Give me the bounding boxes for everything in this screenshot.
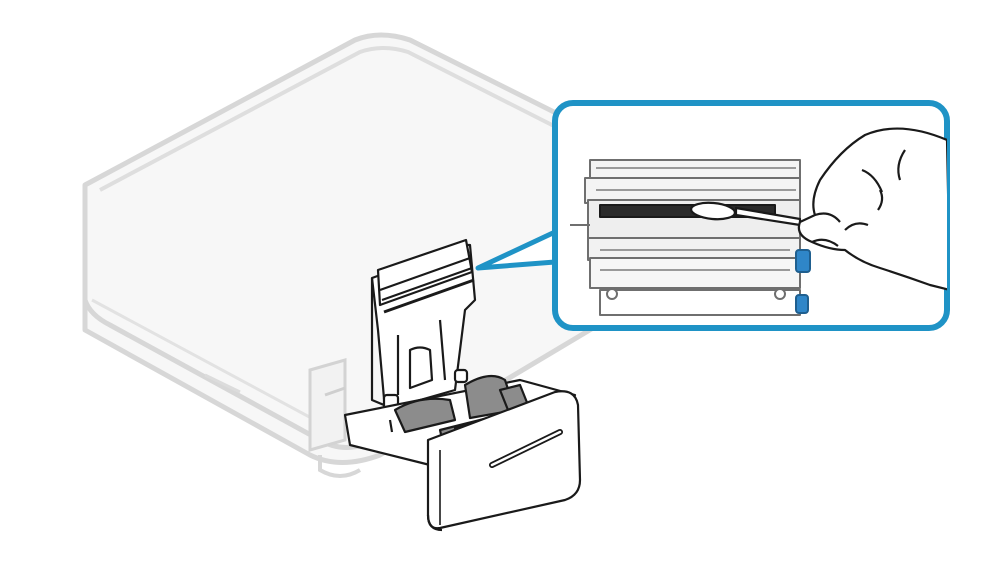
paper-tray <box>343 374 582 532</box>
cotton-swab <box>689 201 802 227</box>
open-cover <box>370 238 477 412</box>
hand <box>797 127 947 292</box>
callout-box <box>552 100 950 331</box>
thermal-head <box>570 159 811 316</box>
